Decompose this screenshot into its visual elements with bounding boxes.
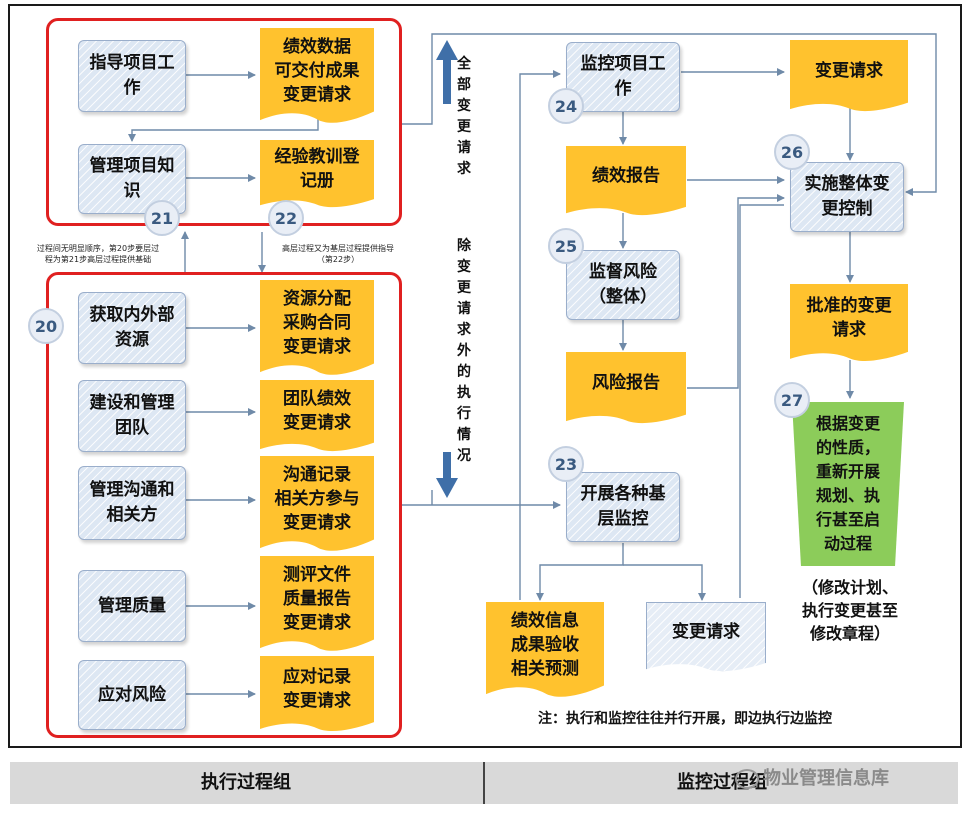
note-step-22: 高层过程又为基层过程提供指导 （第22步） bbox=[282, 244, 394, 264]
doc-performance-reports[interactable]: 绩效报告 bbox=[566, 146, 686, 216]
doc-quality-outputs[interactable]: 测评文件 质量报告 变更请求 bbox=[260, 556, 374, 652]
step-number-23: 23 bbox=[548, 446, 584, 482]
final-note: （修改计划、 执行变更甚至 修改章程） bbox=[801, 578, 898, 643]
wechat-icon bbox=[735, 769, 759, 789]
bottom-note: 注：执行和监控往往并行开展，即边执行边监控 bbox=[538, 711, 832, 727]
doc-direct-outputs[interactable]: 绩效数据 可交付成果 变更请求 bbox=[260, 28, 374, 124]
footer-bar: 执行过程组 监控过程组 bbox=[10, 762, 958, 804]
doc-team-outputs[interactable]: 团队绩效 变更请求 bbox=[260, 380, 374, 452]
top-execution-group bbox=[46, 18, 402, 226]
step-number-27: 27 bbox=[774, 382, 810, 418]
diagram-frame bbox=[8, 4, 962, 748]
doc-resource-outputs[interactable]: 资源分配 采购合同 变更请求 bbox=[260, 280, 374, 376]
process-monitor-work[interactable]: 监控项目工 作 bbox=[566, 42, 680, 112]
process-integrated-change-control[interactable]: 实施整体变 更控制 bbox=[790, 162, 904, 232]
bottom-execution-group bbox=[46, 272, 402, 738]
link-changereq2-to-ic bbox=[739, 204, 784, 598]
doc-risk-reports[interactable]: 风险报告 bbox=[566, 352, 686, 424]
link-direct-to-knowledge bbox=[128, 112, 319, 142]
doc-change-requests[interactable]: 变更请求 bbox=[790, 40, 908, 112]
note-step-21: 过程间无明显顺序，第20步要层过 程为第21步高层过程提供基础 bbox=[36, 244, 160, 264]
final-replan-box[interactable]: 根据变更 的性质， 重新开展 规划、执 行甚至启 动过程 bbox=[792, 402, 904, 566]
step-number-22: 22 bbox=[268, 200, 304, 236]
doc-performance-information[interactable]: 绩效信息 成果验收 相关预测 bbox=[486, 602, 604, 698]
process-direct-work[interactable]: 指导项目工 作 bbox=[78, 40, 186, 112]
process-acquire-resources[interactable]: 获取内外部 资源 bbox=[78, 292, 186, 364]
step-number-25: 25 bbox=[548, 228, 584, 264]
watermark-text: 物业管理信息库 bbox=[763, 768, 889, 789]
link-various-branch-left bbox=[536, 543, 624, 601]
footer-divider bbox=[483, 762, 485, 804]
doc-communication-outputs[interactable]: 沟通记录 相关方参与 变更请求 bbox=[260, 456, 374, 552]
doc-change-requests-2[interactable]: 变更请求 bbox=[646, 602, 766, 672]
process-monitor-risks[interactable]: 监督风险 （整体） bbox=[566, 250, 680, 320]
doc-lessons-learned[interactable]: 经验教训登 记册 bbox=[260, 140, 374, 208]
vertical-label-execution-status: 除变更请求外的执行情况 bbox=[457, 238, 471, 464]
process-various-monitoring[interactable]: 开展各种基 层监控 bbox=[566, 472, 680, 542]
link-top-to-monitor bbox=[402, 33, 937, 196]
link-perfinfo-to-monitor bbox=[519, 70, 561, 600]
process-implement-risk-responses[interactable]: 应对风险 bbox=[78, 660, 186, 730]
step-number-21: 21 bbox=[144, 200, 180, 236]
step-number-24: 24 bbox=[548, 88, 584, 124]
step-number-20: 20 bbox=[28, 308, 64, 344]
link-riskreport-to-ic bbox=[687, 194, 785, 389]
link-various-branch-right bbox=[623, 564, 706, 601]
watermark: 物业管理信息库 bbox=[735, 764, 889, 790]
doc-approved-change-requests[interactable]: 批准的变更 请求 bbox=[790, 284, 908, 362]
process-develop-team[interactable]: 建设和管理 团队 bbox=[78, 380, 186, 452]
process-manage-knowledge[interactable]: 管理项目知 识 bbox=[78, 144, 186, 214]
step-number-26: 26 bbox=[774, 134, 810, 170]
process-manage-communications[interactable]: 管理沟通和 相关方 bbox=[78, 466, 186, 540]
vertical-label-all-change-requests: 全部变更请求 bbox=[457, 56, 471, 177]
footer-execution-group: 执行过程组 bbox=[201, 772, 291, 793]
doc-risk-response-outputs[interactable]: 应对记录 变更请求 bbox=[260, 656, 374, 732]
big-arrows bbox=[436, 40, 458, 498]
process-manage-quality[interactable]: 管理质量 bbox=[78, 570, 186, 642]
